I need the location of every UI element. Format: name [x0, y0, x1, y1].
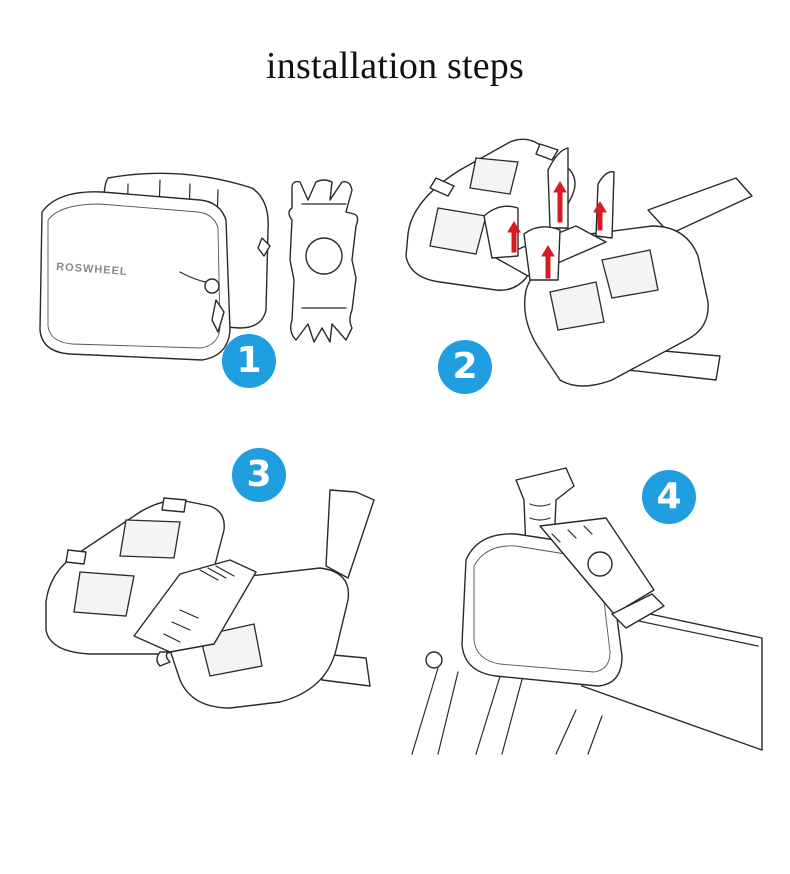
step-1-panel: ROSWHEEL 1	[30, 160, 390, 410]
step-1-illustration: ROSWHEEL	[39, 172, 359, 361]
silicone-holder	[288, 179, 359, 343]
brand-logo: ROSWHEEL	[56, 261, 128, 278]
arrow-up-2	[593, 201, 607, 231]
arrow-up-4	[541, 245, 555, 279]
step-2-panel: 2	[400, 130, 760, 410]
step-3-illustration	[45, 489, 375, 709]
step-4-panel: 4	[406, 460, 766, 760]
step-4-badge: 4	[642, 470, 696, 524]
step-2-illustration	[405, 138, 753, 387]
step-3-badge: 3	[232, 448, 286, 502]
step-3-panel: 3	[30, 440, 400, 730]
arrow-up-3	[507, 221, 521, 253]
page-title: installation steps	[266, 45, 524, 87]
step-2-badge: 2	[438, 340, 492, 394]
step-4-illustration	[411, 467, 763, 755]
arrow-up-1	[553, 181, 567, 223]
step-1-badge: 1	[222, 334, 276, 388]
